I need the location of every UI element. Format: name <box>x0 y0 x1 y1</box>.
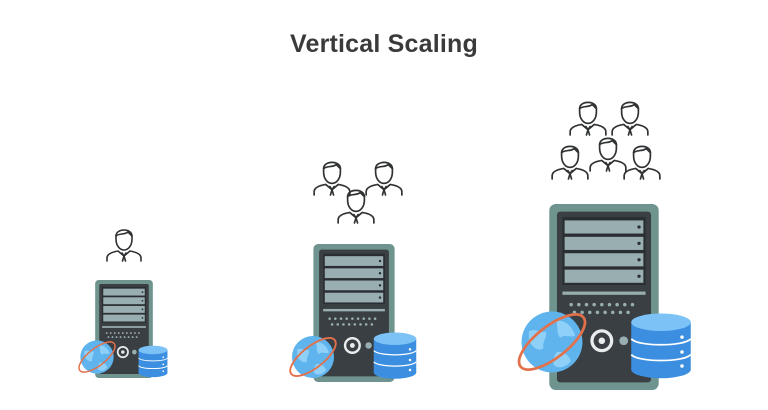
database-icon <box>626 310 696 380</box>
user-icon <box>620 138 664 180</box>
globe-icon <box>284 328 342 386</box>
database-icon <box>136 344 170 378</box>
diagram-title: Vertical Scaling <box>289 30 478 58</box>
user-icon <box>104 222 144 262</box>
user-icon <box>334 182 378 224</box>
database-icon <box>370 330 420 380</box>
globe-icon <box>74 334 120 380</box>
globe-icon <box>510 300 594 384</box>
